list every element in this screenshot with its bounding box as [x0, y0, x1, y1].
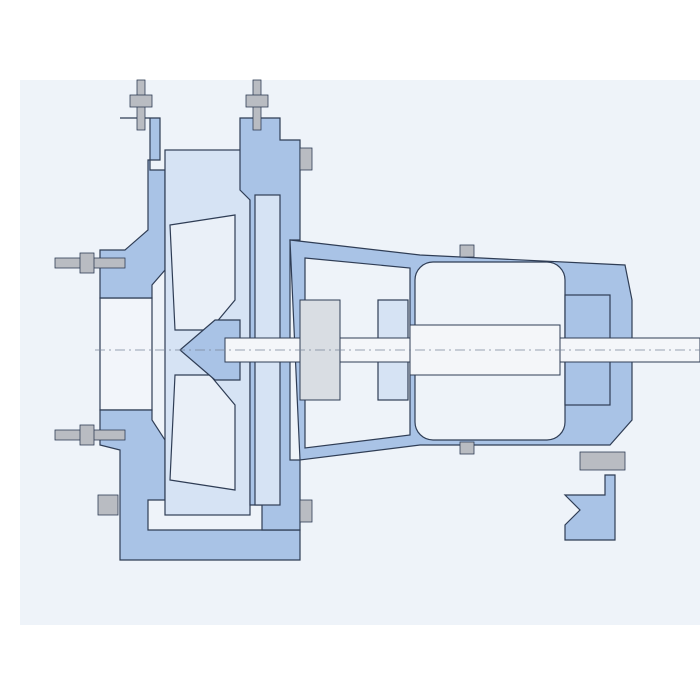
bolt-icon: [245, 94, 269, 108]
suction-inlet: [99, 297, 153, 411]
bolt-icon: [79, 252, 95, 274]
bolt-icon: [79, 424, 95, 446]
bolts: [54, 79, 626, 523]
bolt-icon: [299, 499, 313, 523]
bolt-icon: [97, 494, 119, 516]
support-foot: [563, 474, 616, 541]
bolt-icon: [299, 147, 313, 171]
bolt-icon: [129, 94, 153, 108]
bolt-icon: [459, 244, 475, 258]
front-casing-wall: [99, 117, 166, 299]
front-casing-lower-wall: [99, 409, 301, 561]
shaft-assembly: [95, 299, 700, 401]
impeller: [169, 214, 236, 491]
bolt-icon: [459, 441, 475, 455]
bolt-icon: [579, 451, 626, 471]
